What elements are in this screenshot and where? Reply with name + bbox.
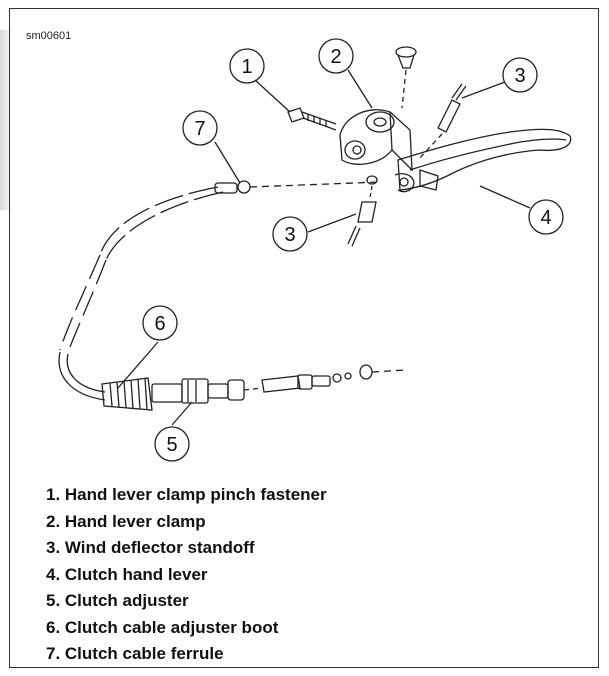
callout-2: 2	[330, 46, 341, 68]
clutch-cable-adjuster-boot	[101, 377, 153, 411]
legend-item-6: 6. Clutch cable adjuster boot	[46, 617, 279, 637]
wind-deflector-standoff-upper	[417, 83, 467, 161]
callout-6: 6	[154, 313, 165, 335]
clutch-cable-ferrule	[214, 180, 381, 194]
legend-item-4: 4. Clutch hand lever	[46, 564, 208, 584]
page-edge-tab	[0, 30, 9, 210]
callout-3-lower: 3	[284, 224, 295, 246]
clutch-hand-lever	[394, 128, 572, 193]
hand-lever-clamp-pinch-fastener	[287, 107, 337, 131]
legend-item-2: 2. Hand lever clamp	[46, 511, 206, 531]
clutch-adjuster	[151, 364, 406, 404]
leader-lines	[117, 69, 531, 426]
hand-lever-clamp	[339, 109, 413, 172]
clutch-cable	[58, 186, 224, 401]
callout-circles	[142, 38, 564, 462]
callout-5: 5	[166, 434, 177, 456]
parts-legend: 1. Hand lever clamp pinch fastener 2. Ha…	[46, 482, 327, 668]
legend-item-1: 1. Hand lever clamp pinch fastener	[46, 485, 327, 504]
callout-3-upper: 3	[514, 65, 525, 87]
wind-deflector-standoff-lower	[347, 175, 378, 247]
clamp-top-screw	[395, 46, 417, 109]
figure-id: sm00601	[26, 30, 72, 42]
legend-item-7: 7. Clutch cable ferrule	[46, 644, 224, 663]
callout-7: 7	[194, 118, 205, 140]
legend-item-5: 5. Clutch adjuster	[46, 591, 189, 610]
callout-4: 4	[540, 207, 551, 229]
legend-item-3: 3. Wind deflector standoff	[46, 538, 255, 557]
callout-1: 1	[241, 56, 252, 78]
